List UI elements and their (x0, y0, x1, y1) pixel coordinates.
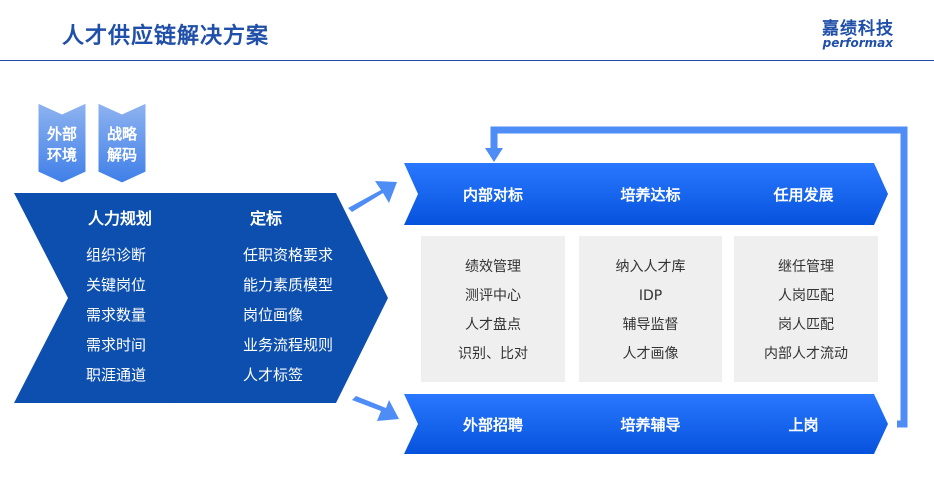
arrow-to-top-row (348, 181, 397, 212)
standard-item: 岗位画像 (243, 306, 304, 324)
strategy-line-1: 战略 (106, 125, 137, 143)
strategy-decoding-chevron (97, 102, 147, 184)
middle-box-item: 绩效管理 (465, 259, 521, 275)
standard-title: 定标 (249, 209, 282, 228)
middle-box-item: 辅导监督 (622, 317, 679, 333)
middle-box-item: 识别、比对 (458, 346, 528, 362)
bottom-row-chevron-1 (404, 394, 582, 454)
external-environment-chevron (37, 102, 87, 184)
middle-box-item: 人岗匹配 (778, 288, 834, 304)
planning-item: 需求时间 (86, 336, 147, 354)
page-title: 人才供应链解决方案 (62, 24, 270, 49)
middle-box-3-list: 继任管理 人岗匹配 岗人匹配 内部人才流动 (734, 253, 878, 369)
middle-box-2-list: 纳入人才库 IDP 辅导监督 人才画像 (579, 253, 722, 369)
bottom-row-label-1: 外部招聘 (462, 416, 523, 434)
external-line-2: 环境 (46, 146, 77, 164)
standard-item: 能力素质模型 (243, 276, 334, 294)
middle-box-item: 人才盘点 (465, 317, 521, 333)
middle-box-3 (734, 236, 878, 382)
middle-box-item: 继任管理 (778, 259, 834, 275)
top-row-chevron-2 (565, 163, 736, 225)
header-divider (0, 60, 934, 61)
middle-box-2 (579, 236, 722, 382)
bottom-row-chevron-2 (565, 394, 736, 454)
top-row-label-1: 内部对标 (462, 186, 523, 204)
middle-box-1-list: 绩效管理 测评中心 人才盘点 识别、比对 (421, 253, 565, 369)
planning-item: 关键岗位 (86, 276, 147, 294)
standard-item: 任职资格要求 (243, 246, 334, 264)
planning-item: 职涯通道 (86, 366, 147, 384)
planning-item: 需求数量 (86, 306, 147, 324)
middle-box-item: 测评中心 (465, 288, 521, 304)
top-row-chevron-3 (719, 163, 888, 225)
logo-chinese: 嘉绩科技 (822, 19, 894, 39)
planning-chevron (14, 193, 234, 403)
top-row-label-2: 培养达标 (620, 186, 681, 204)
middle-box-item: 岗人匹配 (778, 317, 834, 333)
middle-box-item: 人才画像 (622, 346, 679, 362)
standard-item: 业务流程规则 (243, 336, 334, 354)
standard-item: 人才标签 (243, 366, 304, 384)
top-row-label-3: 任用发展 (773, 186, 834, 204)
planning-title: 人力规划 (87, 209, 152, 228)
standard-list: 任职资格要求 能力素质模型 岗位画像 业务流程规则 人才标签 (243, 240, 333, 390)
logo-english: performax (822, 36, 893, 50)
bottom-row-chevron-3 (719, 394, 888, 454)
planning-list: 组织诊断 关键岗位 需求数量 需求时间 职涯通道 (86, 240, 146, 390)
external-line-1: 外部 (46, 125, 77, 143)
external-environment-label: 外部 环境 (40, 124, 84, 166)
strategy-line-2: 解码 (106, 146, 137, 164)
middle-box-item: IDP (638, 288, 663, 304)
bottom-row-label-3: 上岗 (788, 416, 819, 434)
middle-box-item: 纳入人才库 (615, 259, 686, 275)
feedback-loop-arrow (485, 126, 908, 428)
top-row-chevron-1 (404, 163, 582, 225)
arrow-to-bottom-row (352, 396, 399, 421)
middle-box-1 (421, 236, 565, 382)
standard-chevron (172, 193, 388, 403)
strategy-decoding-label: 战略 解码 (100, 124, 144, 166)
bottom-row-label-2: 培养辅导 (620, 416, 681, 434)
planning-item: 组织诊断 (86, 246, 147, 264)
middle-box-item: 内部人才流动 (764, 346, 848, 362)
